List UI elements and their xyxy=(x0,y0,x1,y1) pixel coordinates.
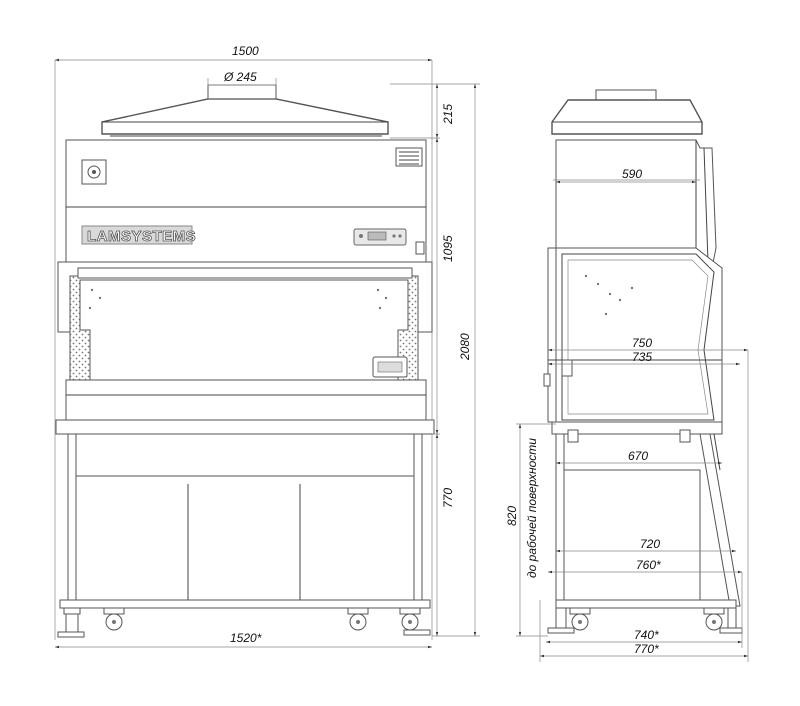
svg-text:215: 215 xyxy=(441,104,455,125)
side-stand xyxy=(555,429,741,609)
svg-text:1520*: 1520* xyxy=(230,631,262,645)
front-view: LAMSYSTEMS xyxy=(54,44,480,649)
caster-icon xyxy=(103,607,125,631)
dimension-top-depth: 590 xyxy=(556,167,696,184)
control-panel xyxy=(353,228,407,246)
dimension-duct-diameter: Ø 245 xyxy=(207,70,277,86)
dimension-depth-735: 735 xyxy=(548,350,740,366)
svg-text:670: 670 xyxy=(628,449,648,463)
stand xyxy=(59,433,431,609)
svg-text:740*: 740* xyxy=(634,628,659,642)
svg-text:590: 590 xyxy=(622,167,642,181)
caster-wheels xyxy=(57,607,431,638)
exhaust-canopy xyxy=(101,84,389,137)
dimension-stand-height: 770 xyxy=(435,434,455,636)
side-canopy xyxy=(551,89,703,141)
svg-text:1095: 1095 xyxy=(441,235,455,262)
svg-text:820: 820 xyxy=(505,506,519,526)
side-view: 590 750 735 670 720 760* 740* 770* xyxy=(505,89,749,662)
dimension-table-depth: 670 xyxy=(556,449,722,465)
dimension-total-height: 2080 xyxy=(458,84,477,636)
dimension-base-width: 1520* xyxy=(55,631,432,649)
dimension-work-height: 820 до рабочей поверхности xyxy=(505,424,539,636)
caster-icon xyxy=(347,607,369,631)
svg-text:1500: 1500 xyxy=(232,44,259,58)
svg-text:735: 735 xyxy=(632,350,652,364)
svg-text:720: 720 xyxy=(640,537,660,551)
svg-text:2080: 2080 xyxy=(458,333,472,361)
dimension-base-depth-740: 740* xyxy=(546,628,742,644)
dimension-stand-depth-760: 760* xyxy=(548,558,742,574)
caster-icon xyxy=(547,607,575,634)
brand-label: LAMSYSTEMS xyxy=(87,228,196,245)
cabinet-body: LAMSYSTEMS xyxy=(65,139,427,263)
caster-icon xyxy=(703,607,725,631)
dimension-overall-width: 1500 xyxy=(55,44,432,62)
svg-text:750: 750 xyxy=(632,336,652,350)
dimension-stand-depth-720: 720 xyxy=(556,537,736,553)
dimension-base-depth-770: 770* xyxy=(540,642,748,658)
dimension-depth-750: 750 xyxy=(548,336,748,352)
dimension-top-height: 215 xyxy=(435,84,455,138)
svg-text:Ø 245: Ø 245 xyxy=(223,70,257,84)
svg-text:770: 770 xyxy=(441,488,455,508)
work-chamber xyxy=(55,261,435,435)
svg-text:до рабочей поверхности: до рабочей поверхности xyxy=(525,438,539,578)
caster-icon xyxy=(569,607,591,631)
svg-text:760*: 760* xyxy=(636,558,661,572)
dimension-body-height: 1095 xyxy=(435,138,455,434)
vent-grille xyxy=(395,147,423,167)
caster-icon xyxy=(399,607,431,636)
svg-text:770*: 770* xyxy=(634,642,659,656)
side-chamber xyxy=(543,247,723,435)
caster-icon xyxy=(57,607,85,638)
brand-plate: LAMSYSTEMS xyxy=(81,225,196,245)
